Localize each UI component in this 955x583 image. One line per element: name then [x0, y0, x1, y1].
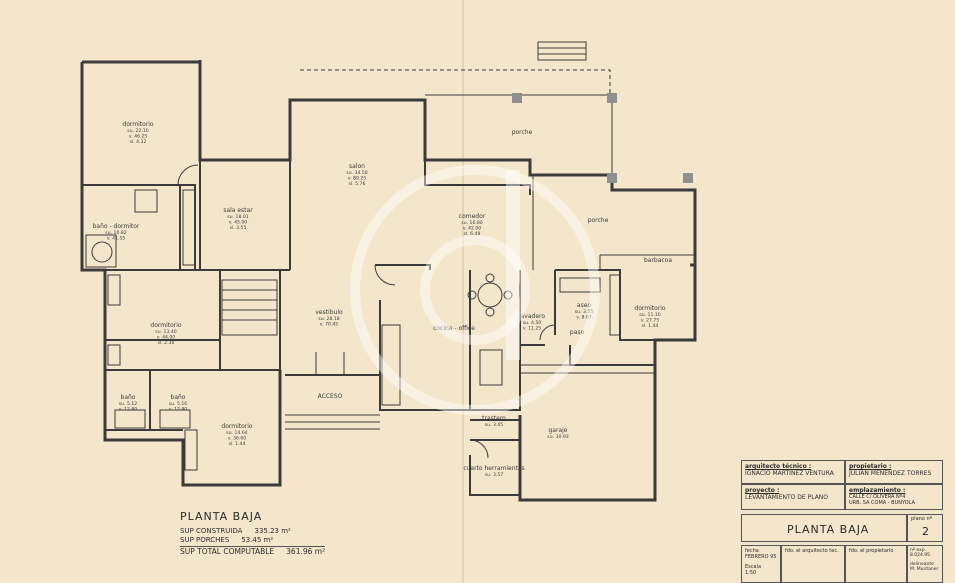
watermark-logo-bar	[506, 170, 520, 360]
room-label-estar: sala estar	[223, 207, 253, 214]
room-data-dormitorio-4: v. 36.60	[228, 436, 247, 442]
room-label-garaje: garaje	[549, 427, 568, 434]
room-data-dormitorio-3: su. 11.10	[639, 312, 660, 318]
door-swing	[469, 439, 489, 459]
bathtub	[85, 234, 117, 268]
title-block-arquitecto: arquitecto técnico :IGNACIO MARTINEZ VEN…	[741, 460, 845, 484]
room-label-acceso: ACCESO	[318, 393, 343, 400]
room-data-salon: sl. 5.76	[349, 181, 366, 187]
room-data-cuarto: su. 3.57	[485, 472, 504, 478]
watermark-logo-inner	[420, 235, 530, 345]
title-block-firma-propietario: fdo. el propietario	[845, 545, 907, 583]
bathtub	[159, 409, 191, 429]
room-data-dormitorio-3: sl. 1.44	[642, 323, 659, 329]
room-data-dormitorio-3: v. 27.75	[641, 318, 660, 324]
closet	[107, 274, 121, 306]
room-data-dormitorio-2: v. 44.00	[157, 335, 176, 341]
closet	[182, 189, 196, 266]
room-data-trastero: su. 3.45	[485, 422, 504, 428]
title-block-proyecto: proyecto :LEVANTAMIENTO DE PLANO	[741, 484, 845, 510]
room-data-baño-1: v. 12.80	[119, 407, 138, 413]
steps	[537, 41, 587, 61]
room-label-barbacoa: barbacoa	[644, 257, 672, 264]
wall	[220, 269, 281, 370]
room-label-baño-2: baño	[171, 394, 186, 401]
door-swing	[315, 352, 345, 375]
room-data-dormitorio-4: su. 14.64	[226, 430, 247, 436]
summary-row-construida: SUP CONSTRUIDA 335.23 m²	[180, 527, 291, 535]
door-swing	[177, 164, 199, 186]
shower	[134, 189, 158, 213]
room-data-estar: sl. 3.55	[230, 225, 247, 231]
closet	[107, 344, 121, 366]
room-data-vestibulo: v. 70.45	[320, 322, 339, 328]
room-data-baño-dormitorio: su. 10.82	[105, 230, 126, 236]
room-data-baño-dormitorio: v. 41.55	[107, 236, 126, 242]
room-label-dormitorio-2: dormitorio	[150, 322, 182, 329]
room-label-dormitorio-1: dormitorio	[122, 121, 154, 128]
title-block-plano-no: plano nº 2	[907, 514, 943, 542]
room-data-estar: su. 18.01	[227, 214, 248, 220]
room-label-dormitorio-3: dormitorio	[634, 305, 666, 312]
room-label-baño-1: baño	[121, 394, 136, 401]
porch-outline	[300, 69, 611, 95]
room-data-dormitorio-1: sl. 4.32	[130, 139, 147, 145]
wall	[82, 60, 697, 267]
room-data-salon: su. 34.50	[346, 170, 367, 176]
room-label-salon: salon	[349, 163, 365, 170]
room-data-salon: v. 89.25	[348, 176, 367, 182]
room-data-vestibulo: su. 28.18	[318, 316, 339, 322]
area-summary: PLANTA BAJA SUP CONSTRUIDA 335.23 m² SUP…	[180, 510, 326, 556]
closet	[609, 274, 621, 336]
room-data-dormitorio-4: sl. 1.44	[229, 441, 246, 447]
room-label-porche-2: porche	[588, 217, 609, 224]
staircase	[221, 279, 278, 336]
bathtub	[114, 409, 146, 429]
room-label-cuarto: cuarto herramientas	[463, 465, 524, 472]
title-block-propietario: propietario :JULIAN MENENDEZ TORRES	[845, 460, 943, 484]
summary-row-porches: SUP PORCHES 53.45 m²	[180, 536, 274, 544]
summary-title: PLANTA BAJA	[180, 510, 263, 523]
room-data-garaje: su. 30.93	[547, 434, 568, 440]
room-label-dormitorio-4: dormitorio	[221, 423, 253, 430]
room-data-dormitorio-2: su. 13.40	[155, 329, 176, 335]
summary-row-total: SUP TOTAL COMPUTABLE 361.96 m²	[180, 546, 326, 556]
room-data-dormitorio-1: su. 22.10	[127, 128, 148, 134]
room-data-baño-1: su. 5.12	[119, 401, 138, 407]
room-data-dormitorio-2: sl. 2.30	[158, 340, 175, 346]
room-data-baño-2: v. 12.90	[169, 407, 188, 413]
wall	[470, 419, 521, 500]
closet	[184, 429, 198, 471]
wall	[80, 62, 282, 487]
wall	[105, 269, 221, 370]
room-label-trastero: trastero	[482, 415, 506, 422]
wall	[469, 455, 520, 496]
room-data-baño-2: su. 5.16	[169, 401, 188, 407]
room-label-porche-1: porche	[512, 129, 533, 136]
room-label-vestibulo: vestibulo	[315, 309, 343, 316]
title-block-plano: PLANTA BAJA	[741, 514, 907, 542]
watermark-logo	[350, 165, 600, 415]
room-data-dormitorio-1: v. 46.25	[129, 134, 148, 140]
title-block-firma-arquitecto: fdo. el arquitecto tec.	[781, 545, 845, 583]
porch-columns	[512, 93, 693, 183]
room-label-baño-dormitorio: baño - dormitor	[93, 223, 140, 230]
room-data-estar: v. 45.00	[229, 220, 248, 226]
